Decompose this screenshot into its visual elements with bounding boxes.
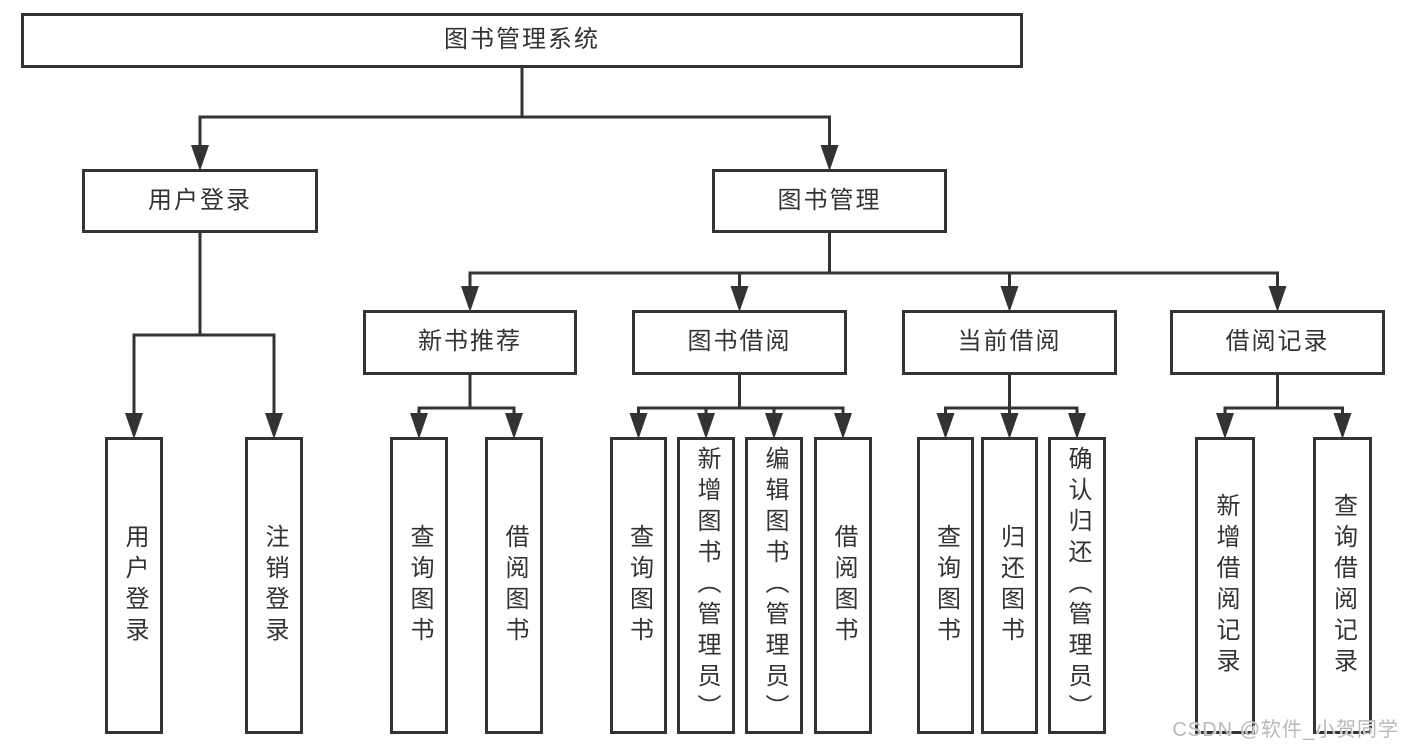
node-leaf-return-book: 归还图书	[981, 437, 1038, 734]
node-label: 借阅图书	[501, 523, 528, 648]
node-leaf-add-record: 新增借阅记录	[1195, 437, 1255, 734]
node-label: 用户登录	[121, 523, 148, 648]
arrowhead-icon	[1000, 413, 1019, 439]
node-label: 归还图书	[996, 523, 1024, 648]
arrowhead-icon	[461, 286, 479, 312]
node-user-login: 用户登录	[82, 169, 318, 233]
arrowhead-icon	[730, 286, 749, 312]
node-leaf-query-book-1: 查询图书	[390, 437, 448, 734]
arrowhead-icon	[1068, 413, 1086, 439]
node-label: 注销登录	[261, 523, 288, 648]
node-label: 图书借阅	[687, 328, 792, 356]
arrowhead-icon	[1000, 286, 1019, 312]
node-label: 查询图书	[406, 523, 433, 648]
node-leaf-add-book: 新增图书（管理员）	[677, 437, 735, 734]
node-leaf-query-book-3: 查询图书	[917, 437, 974, 734]
arrowhead-icon	[834, 413, 852, 439]
node-leaf-query-record: 查询借阅记录	[1313, 437, 1372, 734]
node-label: 当前借阅	[957, 328, 1062, 356]
node-leaf-confirm-return: 确认归还（管理员）	[1048, 437, 1106, 734]
node-book-borrow: 图书借阅	[632, 310, 847, 375]
node-label: 新书推荐	[418, 328, 522, 356]
node-label: 确认归还（管理员）	[1064, 446, 1091, 725]
node-label: 图书管理系统	[444, 26, 600, 54]
node-leaf-query-book-2: 查询图书	[610, 437, 667, 734]
arrowhead-icon	[1216, 413, 1234, 439]
arrowhead-icon	[1268, 286, 1287, 312]
arrowhead-icon	[697, 413, 715, 439]
arrowhead-icon	[936, 413, 955, 439]
node-current-borrow: 当前借阅	[902, 310, 1117, 375]
node-label: 编辑图书（管理员）	[761, 446, 788, 725]
arrowhead-icon	[765, 413, 783, 439]
node-label: 新增图书（管理员）	[693, 446, 720, 725]
arrowhead-icon	[629, 413, 648, 439]
watermark: CSDN @软件_小贺同学	[1172, 719, 1399, 741]
node-label: 查询图书	[932, 523, 960, 648]
node-borrow-record: 借阅记录	[1170, 310, 1385, 375]
node-root: 图书管理系统	[21, 13, 1023, 68]
node-new-book-rec: 新书推荐	[363, 310, 577, 375]
arrowhead-icon	[191, 145, 209, 171]
node-label: 查询借阅记录	[1329, 492, 1357, 679]
node-leaf-logout: 注销登录	[245, 437, 303, 734]
node-label: 查询图书	[625, 523, 653, 648]
node-leaf-borrow-book-2: 借阅图书	[814, 437, 872, 734]
arrowhead-icon	[1333, 413, 1352, 439]
arrowhead-icon	[505, 413, 523, 439]
node-label: 借阅图书	[830, 523, 857, 648]
node-label: 借阅记录	[1225, 328, 1330, 356]
arrowhead-icon	[125, 413, 143, 439]
node-leaf-user-login: 用户登录	[105, 437, 163, 734]
node-label: 用户登录	[148, 186, 252, 214]
node-label: 新增借阅记录	[1212, 492, 1239, 679]
arrowhead-icon	[265, 413, 283, 439]
arrowhead-icon	[820, 145, 839, 171]
node-book-mgmt: 图书管理	[712, 169, 947, 233]
node-label: 图书管理	[777, 186, 882, 214]
arrowhead-icon	[410, 413, 428, 439]
node-leaf-edit-book: 编辑图书（管理员）	[745, 437, 803, 734]
node-leaf-borrow-book-1: 借阅图书	[485, 437, 543, 734]
